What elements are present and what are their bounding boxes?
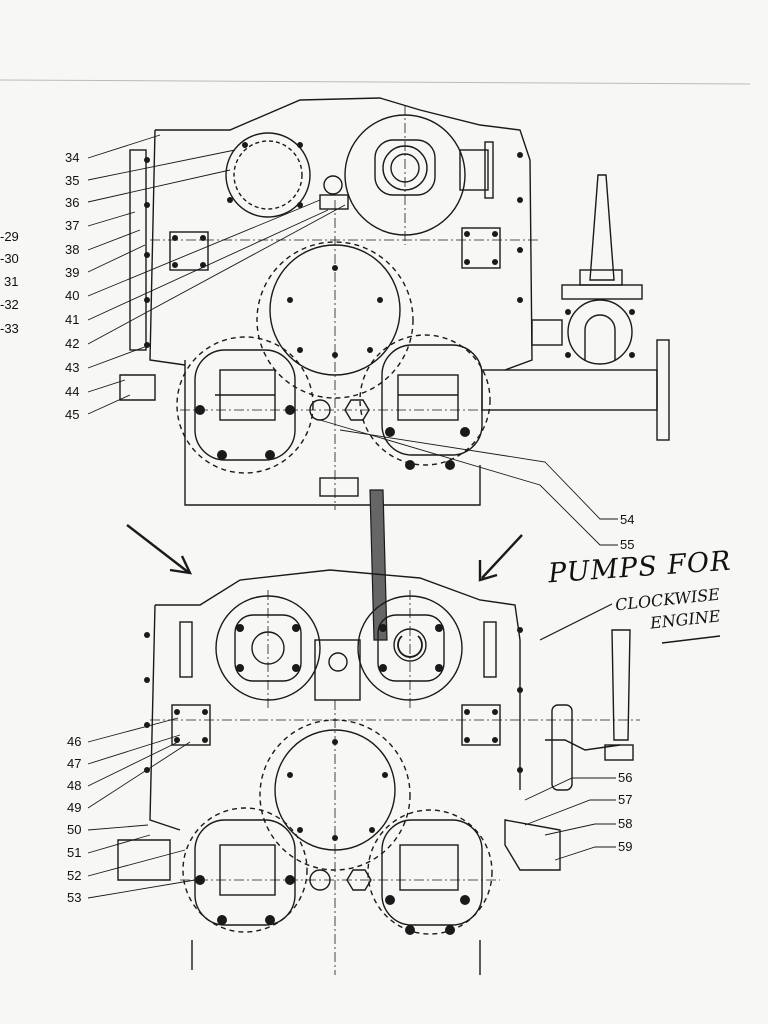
direction-arrows <box>126 524 523 582</box>
part-label: 45 <box>65 407 80 422</box>
part-label: 49 <box>67 800 82 815</box>
top-pump-housing <box>119 97 670 510</box>
part-label: 36 <box>65 195 80 210</box>
part-label: 35 <box>65 173 80 188</box>
part-label: 52 <box>67 868 82 883</box>
part-label: 43 <box>65 360 80 375</box>
part-label: -29 <box>0 229 19 244</box>
part-label: 31 <box>4 274 19 289</box>
top-left-leaders <box>87 134 346 415</box>
part-label: 51 <box>67 845 82 860</box>
part-label: 37 <box>65 218 80 233</box>
part-label: 41 <box>65 312 80 327</box>
bottom-right-leaders <box>524 777 616 861</box>
part-label: -33 <box>0 321 19 336</box>
part-label: 58 <box>618 816 633 831</box>
part-label: 57 <box>618 792 633 807</box>
part-label: 54 <box>620 512 635 527</box>
part-label: -30 <box>0 251 19 266</box>
top-right-leaders <box>319 419 618 546</box>
part-label: 59 <box>618 839 633 854</box>
part-label: 47 <box>67 756 82 771</box>
part-label: 53 <box>67 890 82 905</box>
part-label: 42 <box>65 336 80 351</box>
bottom-left-leaders <box>87 717 196 899</box>
bottom-pump-housing <box>117 569 640 975</box>
part-label: 50 <box>67 822 82 837</box>
part-label: -32 <box>0 297 19 312</box>
part-label: 40 <box>65 288 80 303</box>
part-label: 48 <box>67 778 82 793</box>
part-label: 34 <box>65 150 80 165</box>
part-label: 56 <box>618 770 633 785</box>
part-label: 55 <box>620 537 635 552</box>
part-label: 44 <box>65 384 80 399</box>
part-label: 39 <box>65 265 80 280</box>
part-label: 38 <box>65 242 80 257</box>
part-label: 46 <box>67 734 82 749</box>
